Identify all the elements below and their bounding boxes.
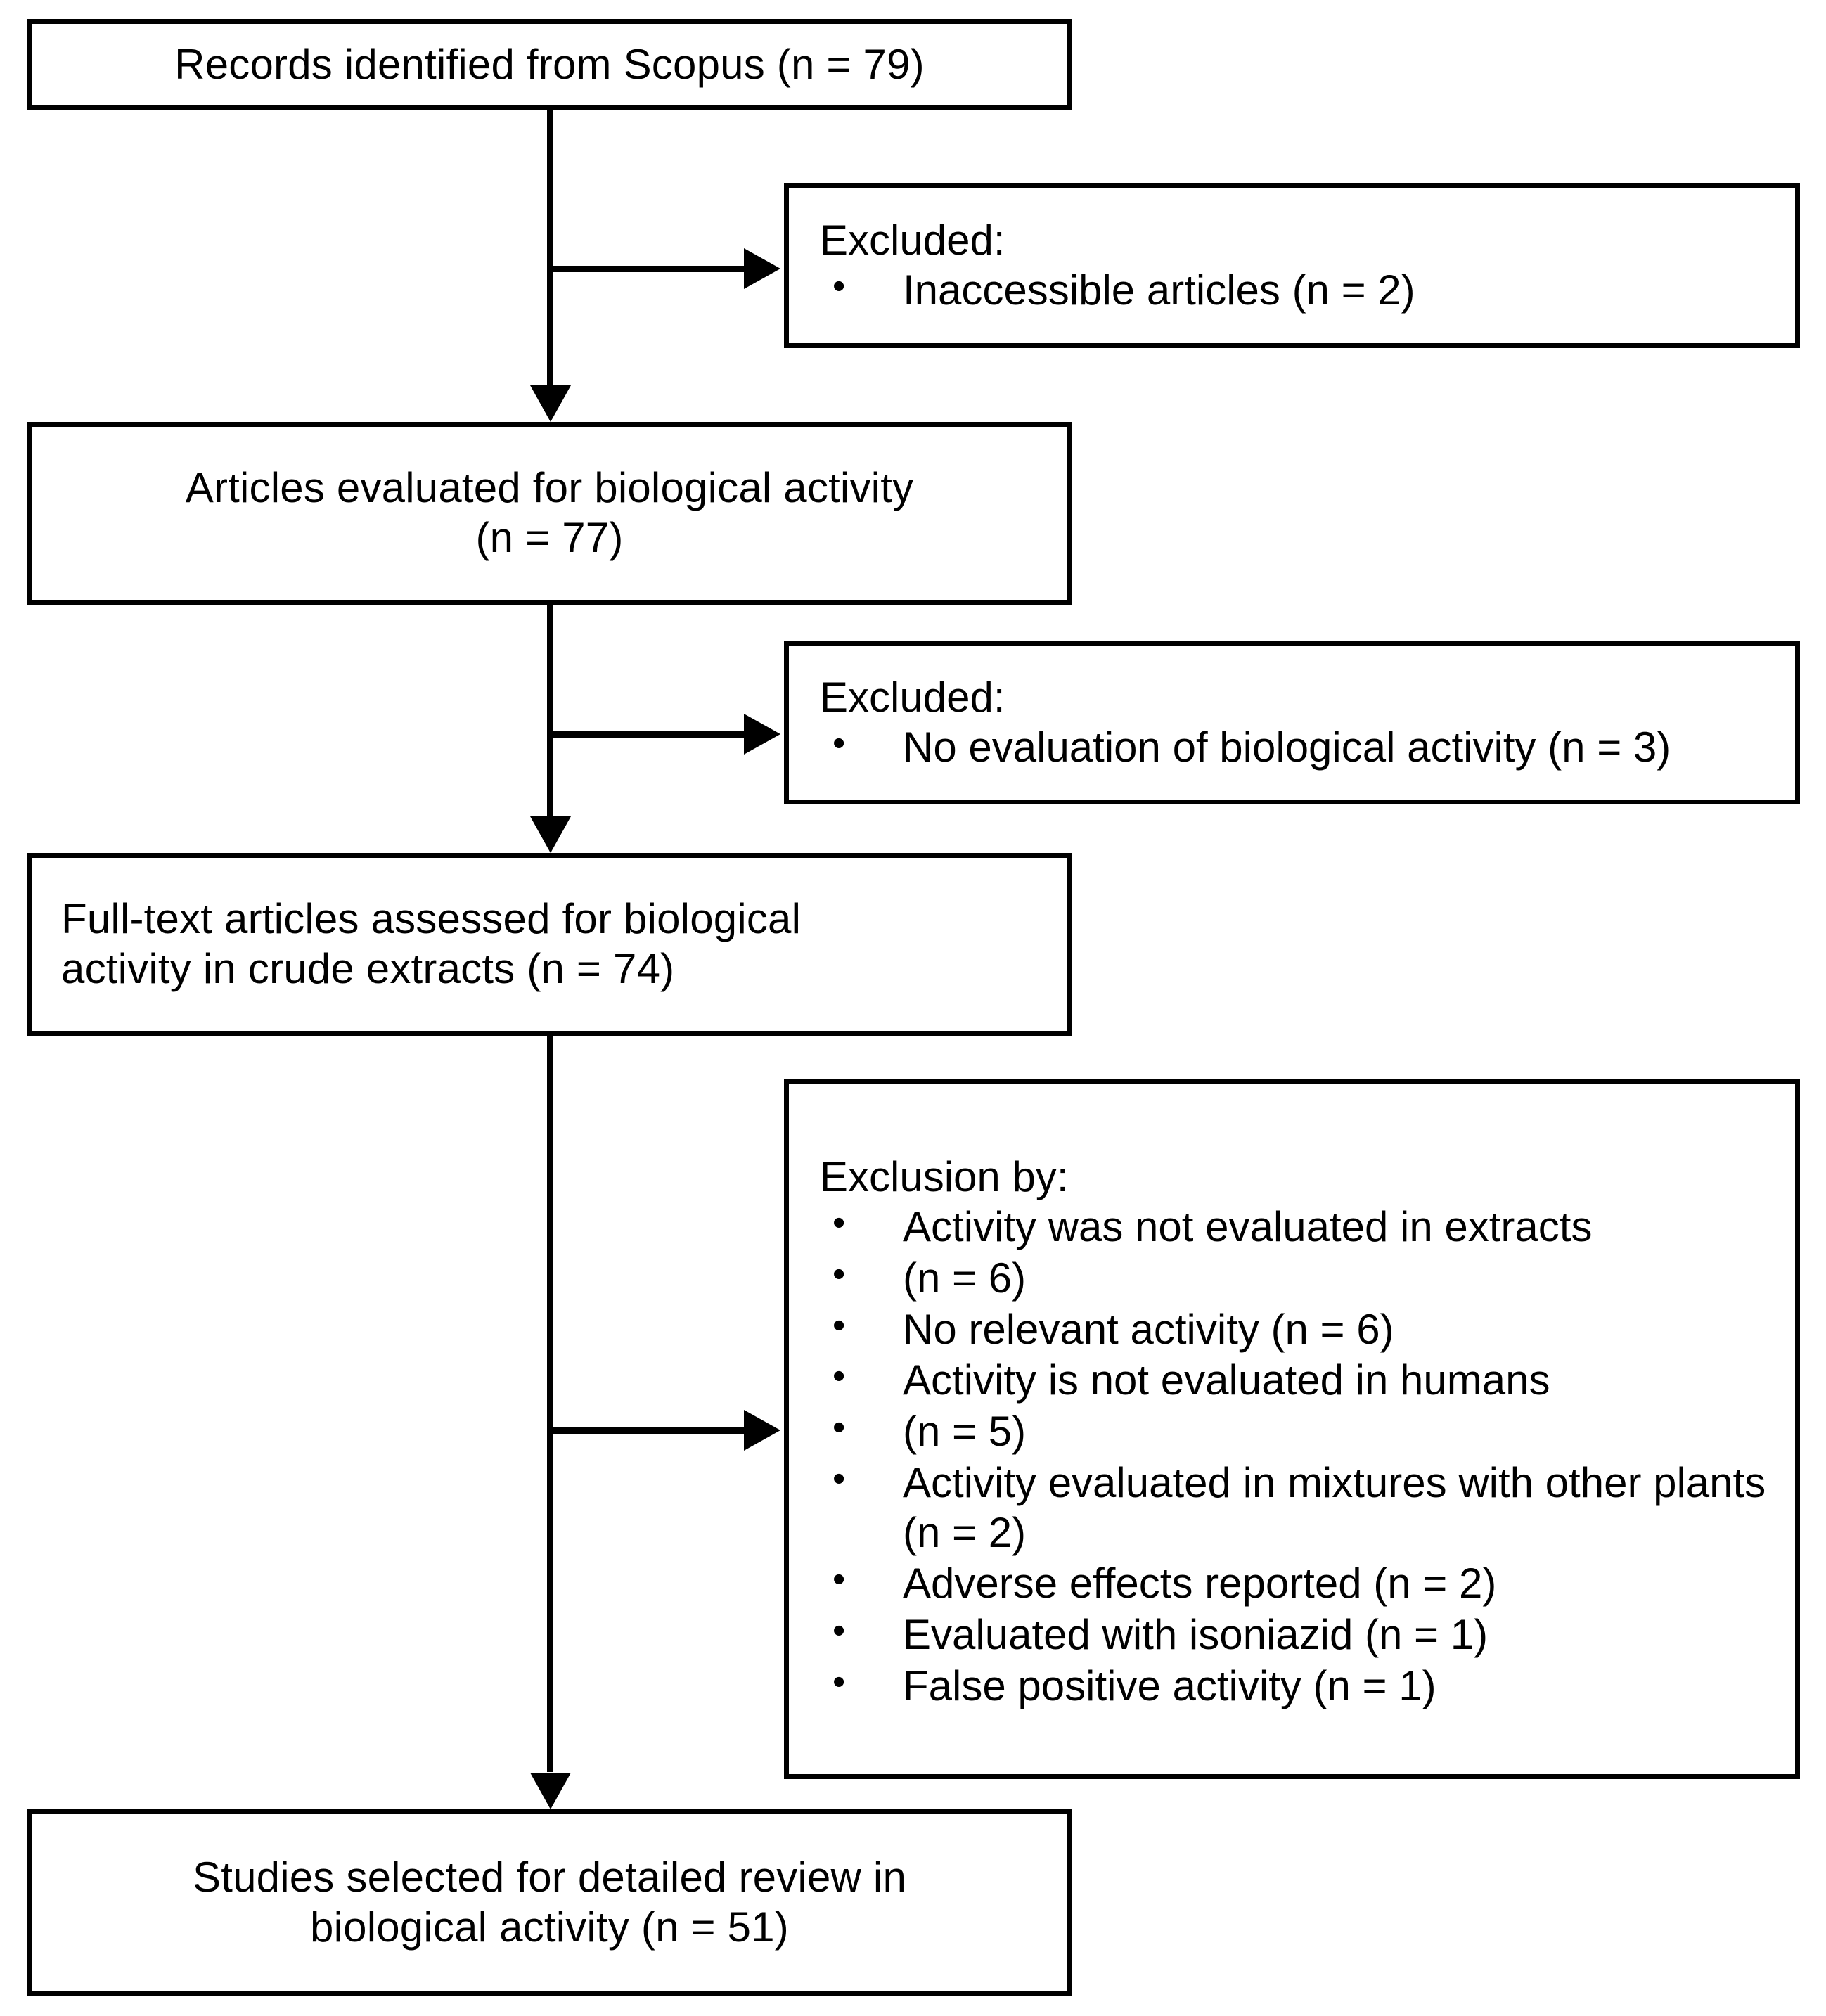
connector-fulltext-to-studies — [547, 1036, 553, 1772]
connector-records-to-evaluated — [547, 110, 553, 392]
connector-branch-excluded-2 — [547, 731, 745, 738]
list-item: Activity evaluated in mixtures with othe… — [820, 1457, 1795, 1558]
list-item: Evaluated with isoniazid (n = 1) — [820, 1609, 1795, 1660]
node-excluded-2: Excluded: No evaluation of biological ac… — [784, 641, 1800, 804]
excluded-2-title: Excluded: — [820, 674, 1005, 721]
node-studies-selected-label: Studies selected for detailed review in … — [192, 1854, 907, 1951]
node-articles-evaluated-label: Articles evaluated for biological activi… — [185, 464, 914, 561]
excluded-1-list: Inaccessible articles (n = 2) — [820, 264, 1795, 316]
list-item: (n = 6) — [820, 1252, 1795, 1304]
arrowhead-right-excluded-2 — [744, 714, 780, 755]
arrowhead-down-to-studies — [530, 1773, 571, 1809]
excluded-1-content: Excluded: Inaccessible articles (n = 2) — [789, 203, 1795, 328]
arrowhead-down-to-fulltext — [530, 816, 571, 853]
node-studies-selected: Studies selected for detailed review in … — [27, 1809, 1072, 1996]
node-exclusion-by: Exclusion by: Activity was not evaluated… — [784, 1079, 1800, 1779]
node-fulltext-assessed: Full-text articles assessed for biologic… — [27, 853, 1072, 1036]
list-item: No relevant activity (n = 6) — [820, 1304, 1795, 1355]
connector-branch-excluded-1 — [547, 266, 745, 272]
node-excluded-1: Excluded: Inaccessible articles (n = 2) — [784, 183, 1800, 348]
excluded-2-content: Excluded: No evaluation of biological ac… — [789, 660, 1795, 785]
excluded-1-title: Excluded: — [820, 216, 1005, 264]
list-item: Activity was not evaluated in extracts — [820, 1201, 1795, 1252]
arrowhead-right-excluded-3 — [744, 1410, 780, 1451]
list-item: No evaluation of biological activity (n … — [820, 721, 1795, 773]
excluded-2-list: No evaluation of biological activity (n … — [820, 721, 1795, 773]
list-item: (n = 5) — [820, 1406, 1795, 1457]
node-fulltext-assessed-label: Full-text articles assessed for biologic… — [61, 895, 802, 992]
connector-branch-excluded-3 — [547, 1427, 745, 1434]
arrowhead-right-excluded-1 — [744, 248, 780, 289]
list-item: Activity is not evaluated in humans — [820, 1354, 1795, 1406]
exclusion-by-title: Exclusion by: — [820, 1153, 1069, 1201]
list-item: False positive activity (n = 1) — [820, 1660, 1795, 1712]
arrowhead-down-to-evaluated — [530, 385, 571, 422]
exclusion-by-content: Exclusion by: Activity was not evaluated… — [789, 1137, 1795, 1721]
node-records-identified-label: Records identified from Scopus (n = 79) — [174, 40, 925, 88]
connector-evaluated-to-fulltext — [547, 605, 553, 816]
list-item: Inaccessible articles (n = 2) — [820, 264, 1795, 316]
node-articles-evaluated: Articles evaluated for biological activi… — [27, 422, 1072, 605]
exclusion-by-list: Activity was not evaluated in extracts (… — [820, 1201, 1795, 1712]
node-records-identified: Records identified from Scopus (n = 79) — [27, 19, 1072, 110]
list-item: Adverse effects reported (n = 2) — [820, 1558, 1795, 1609]
